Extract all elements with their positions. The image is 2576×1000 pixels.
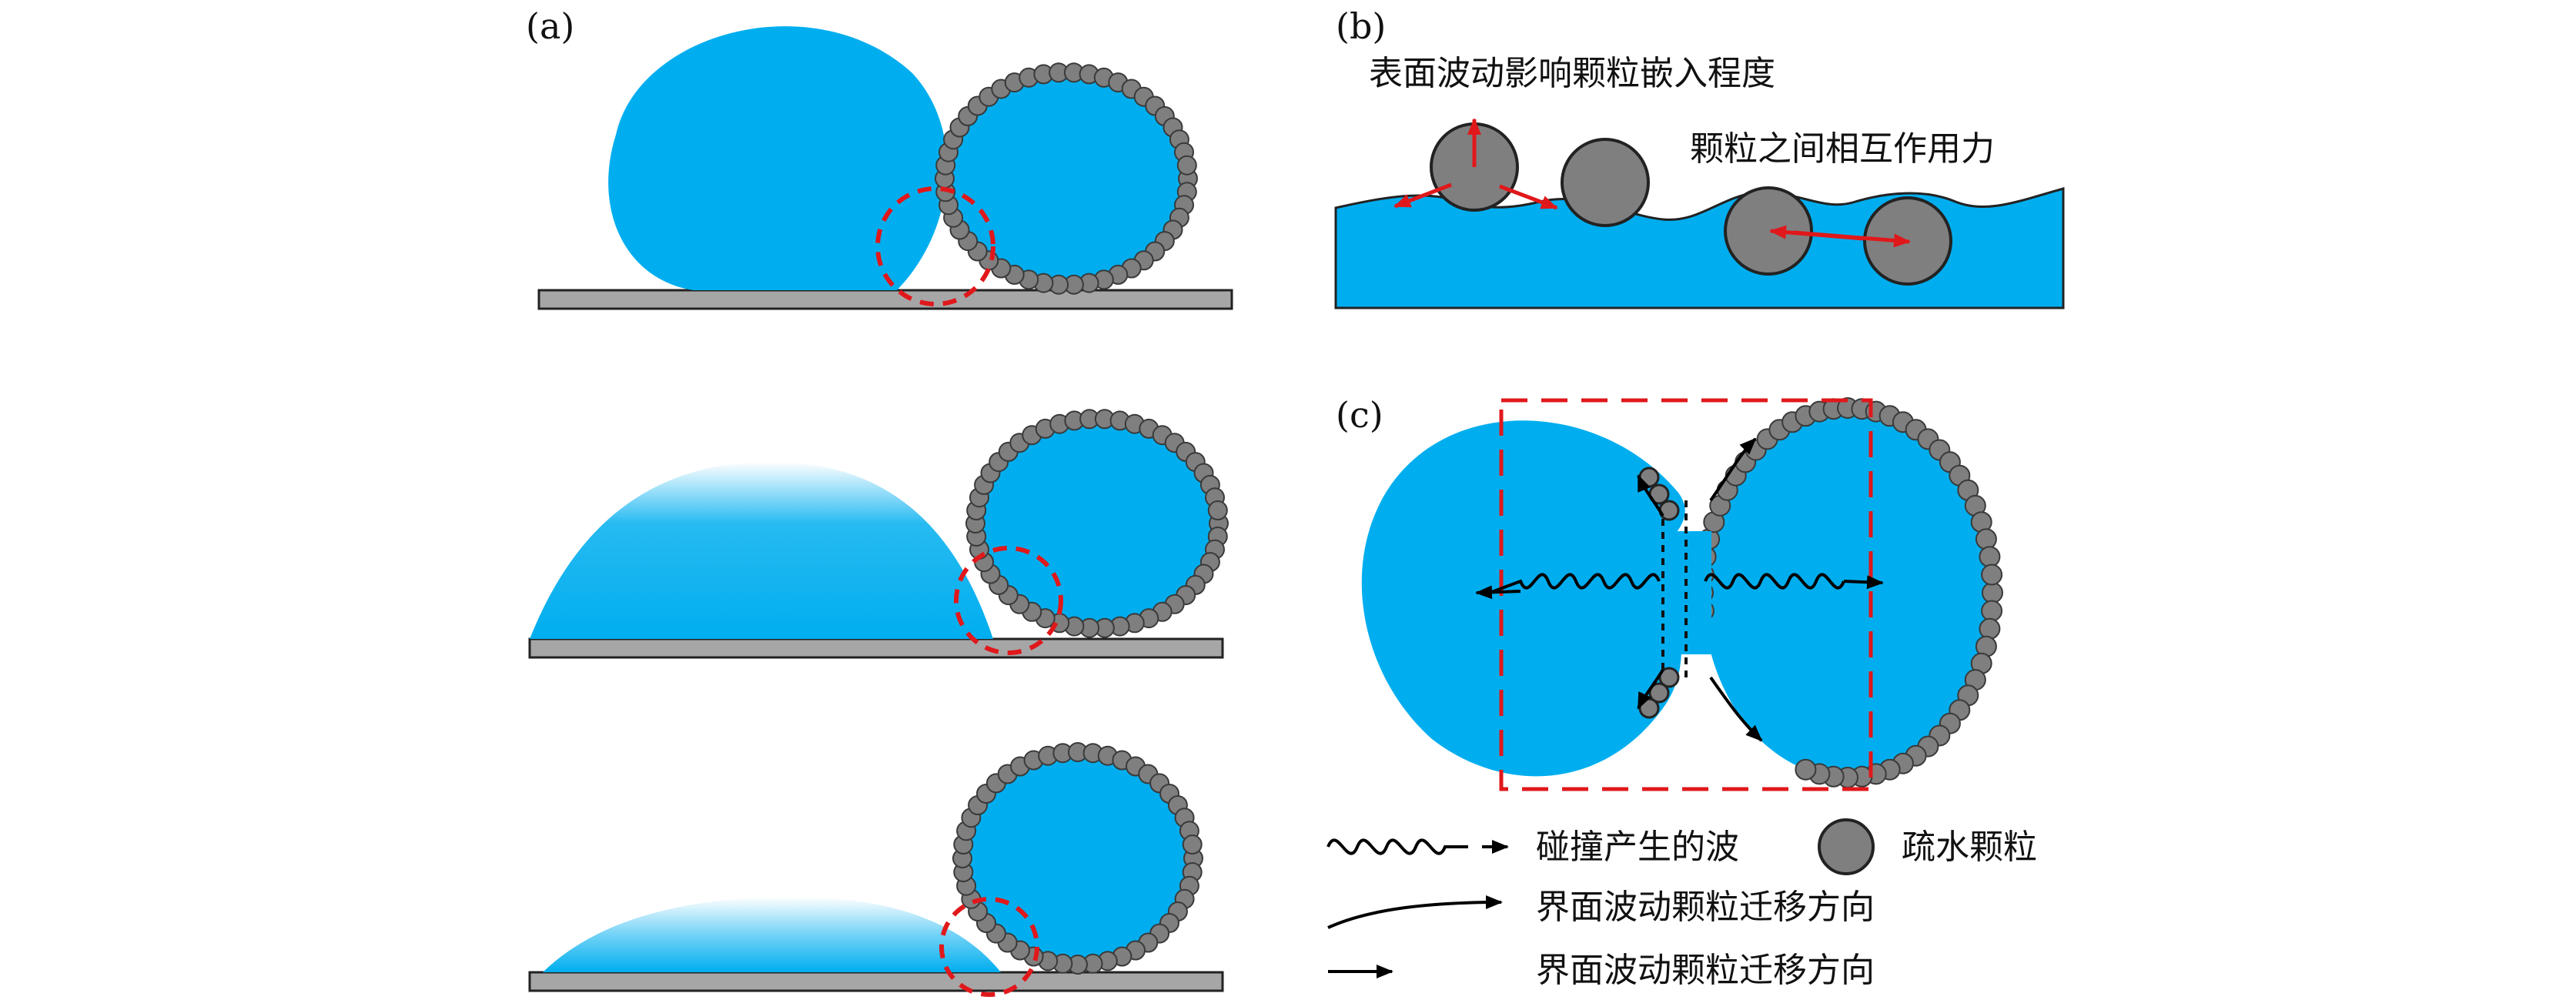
particle-coated-droplet [1692,397,2003,788]
collision-wave-left-arrow [1475,585,1521,600]
shell-particle [1981,564,2003,586]
panel-c: (c) [1336,394,2003,791]
legend-wave-label: 碰撞产生的波 [1536,828,1739,867]
panel-a-row-2 [528,409,1229,659]
shell-particle [1979,617,2001,640]
wave-icon [1326,838,1468,855]
panel-a-row-3 [528,742,1224,997]
shell-particle [1982,582,2003,604]
liquid-bridge [1667,531,1711,654]
shell-particle [1795,758,1817,781]
particle-migration-arrow [1637,474,1664,517]
substrate [528,971,1224,992]
spreading-droplet [530,462,993,639]
shell-particle [1979,546,2001,568]
contact-highlight-circle [875,186,995,306]
legend: 碰撞产生的波 疏水颗粒 界面波动颗粒迁移方向 界面波动颗粒迁移方向 [1326,818,2037,990]
force-arrow [1393,182,1452,209]
legend-curved-arrow-label: 界面波动颗粒迁移方向 [1536,888,1875,927]
particle-coated-droplet [935,62,1198,295]
shell-particle [1981,600,2003,622]
panel-c-label: (c) [1336,394,1383,436]
collision-wave-right-arrow [1843,575,1884,590]
shell-particle [1182,834,1203,855]
force-arrow [1793,230,1911,248]
particle [1724,186,1813,276]
shell-particle [1176,155,1197,176]
dashed-frame [1499,398,1873,791]
legend-particle-label: 疏水颗粒 [1902,828,2037,867]
curved-arrow-icon [1327,895,1503,929]
substrate [537,289,1233,310]
particle-coated-droplet [952,742,1203,975]
annotation-particle-interaction: 颗粒之间相互作用力 [1690,129,1995,169]
legend-item-straight-arrow: 界面波动颗粒迁移方向 [1328,951,1875,990]
particle-migration-arrow [1637,668,1664,710]
legend-item-particle: 疏水颗粒 [1818,818,2037,875]
wavy-liquid-surface [1334,187,2065,309]
droplet [1361,420,1685,777]
panel-b: (b) 表面波动影响颗粒嵌入程度 颗粒之间相互作用力 [1334,5,2065,309]
substrate [528,637,1224,659]
collision-wave-left [1489,573,1661,594]
particle-migration-arrow [1709,676,1763,742]
contact-highlight-circle [954,546,1063,655]
collision-wave-right [1704,573,1845,590]
panel-a: (a) [526,5,1233,997]
panel-a-label: (a) [526,5,574,47]
annotation-surface-fluctuation: 表面波动影响颗粒嵌入程度 [1369,54,1775,93]
panel-a-row-1 [537,26,1233,310]
particle-migration-arrow [1709,437,1757,502]
contact-highlight-circle [939,897,1039,997]
legend-item-curved-arrow: 界面波动颗粒迁移方向 [1327,888,1875,929]
panel-b-label: (b) [1336,5,1386,47]
droplet [608,26,948,291]
particle-coated-droplet [965,409,1229,638]
force-arrow [1499,184,1558,210]
shell-particle [1975,528,1997,550]
legend-item-wave: 碰撞产生的波 [1326,828,1739,867]
legend-straight-arrow-label: 界面波动颗粒迁移方向 [1536,951,1875,990]
particle [1561,138,1650,227]
particle-icon [1818,818,1875,875]
shell-particle [1207,500,1228,520]
spreading-droplet [543,897,1001,972]
